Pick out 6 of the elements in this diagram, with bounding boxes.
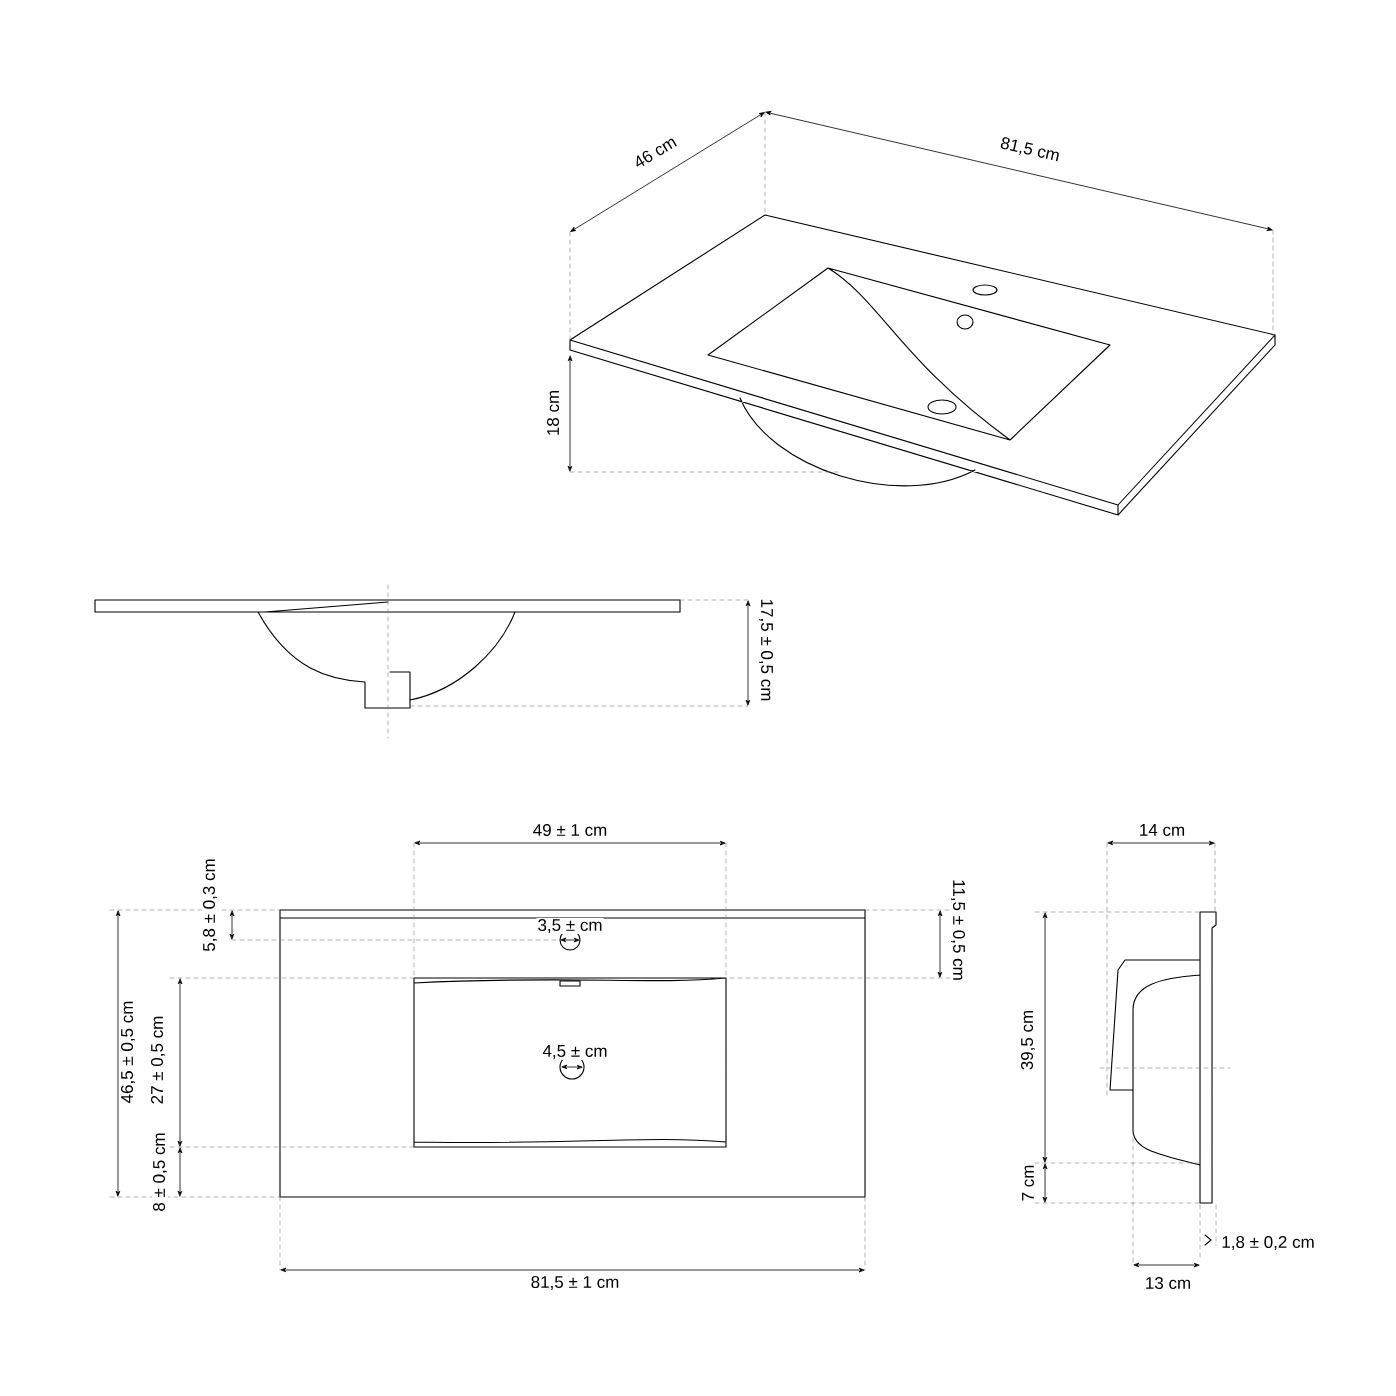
dimension-label: 14 cm — [1137, 823, 1187, 837]
dimension-label: 4,5 ± cm — [541, 1044, 609, 1060]
dimension-label: 81,5 cm — [997, 135, 1063, 165]
dimension-label: 7 cm — [1021, 1163, 1035, 1203]
dimension-label: 46 cm — [630, 133, 680, 171]
dimension-label: 13 cm — [1143, 1276, 1193, 1291]
